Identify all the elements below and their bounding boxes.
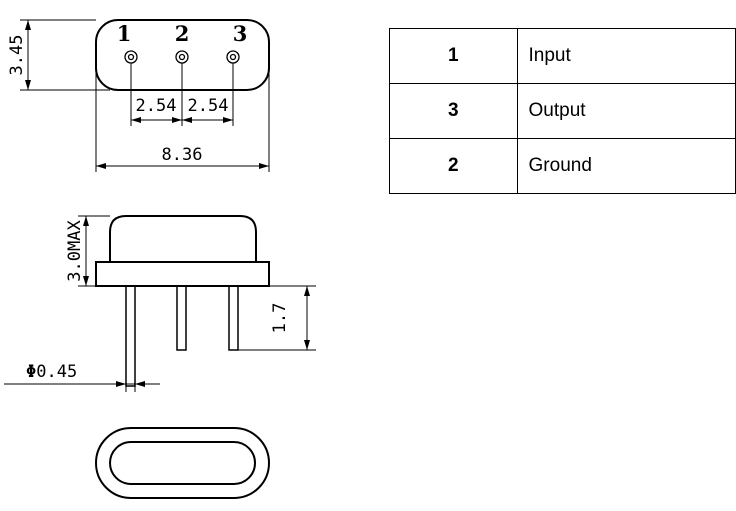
- side-view-flange: [95, 261, 270, 287]
- lead-2: [176, 285, 187, 351]
- side-view-can: [109, 215, 257, 262]
- side-view: [4, 215, 316, 392]
- table-row: 1 Input: [389, 28, 736, 84]
- pin-label-1: 1: [117, 21, 132, 46]
- bottom-view-outer: [95, 427, 270, 499]
- height-dim-label: 3.45: [7, 35, 27, 76]
- bottom-view: [95, 427, 270, 499]
- pin-label-2: 2: [175, 21, 190, 46]
- pin-2-hole: [175, 50, 189, 64]
- diameter-value: 0.45: [36, 362, 77, 382]
- bottom-view-inner: [109, 441, 256, 485]
- lead-length-dim-label: 1.7: [270, 303, 290, 334]
- pin-number-cell: 2: [389, 138, 518, 194]
- diameter-symbol: Φ: [26, 362, 36, 382]
- pin-3-hole: [226, 50, 240, 64]
- lead-1: [125, 285, 136, 387]
- pin-function-cell: Ground: [516, 138, 736, 194]
- pin-function-table: 1 Input 3 Output 2 Ground: [389, 28, 736, 194]
- pin-1-hole: [124, 50, 138, 64]
- component-drawing: 1 2 3 3.45 2.54 2.54 8.36 3.0MAX 1.7 Φ0.…: [4, 19, 316, 499]
- table-row: 2 Ground: [389, 138, 736, 194]
- pin-label-3: 3: [233, 21, 248, 46]
- table-row: 3 Output: [389, 83, 736, 139]
- top-view: [20, 19, 270, 172]
- pin-function-cell: Input: [516, 28, 736, 84]
- side-height-dim-label: 3.0MAX: [65, 220, 85, 282]
- pin-number-cell: 3: [389, 83, 518, 139]
- width-dim-label: 8.36: [162, 145, 203, 165]
- pin-number-cell: 1: [389, 28, 518, 84]
- lead-3: [228, 285, 239, 351]
- pitch-dim-label-1: 2.54: [136, 96, 177, 116]
- pitch-dim-label-2: 2.54: [188, 96, 229, 116]
- lead-diameter-label: Φ0.45: [26, 362, 77, 382]
- pin-function-cell: Output: [516, 83, 736, 139]
